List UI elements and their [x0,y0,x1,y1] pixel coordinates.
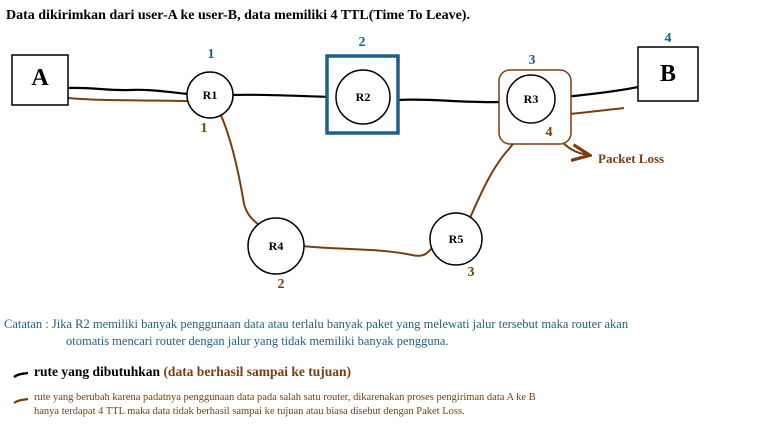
hop-blue-r2: 2 [359,35,366,50]
brown-route-r1-r4 [219,112,261,227]
router-r1 [186,71,234,119]
router-r3-label: R3 [524,92,539,106]
router-r2-label: R2 [356,90,371,104]
brown-route-a-r1 [67,97,191,102]
legend-brown-line-2: hanya terdapat 4 TTL maka data tidak ber… [34,406,465,417]
legend-black-main: rute yang dibutuhkan [34,364,161,379]
node-a-label: A [31,65,49,91]
node-b-box [637,46,699,102]
hop-brown-r4: 2 [278,277,285,292]
legend-black: rute yang dibutuhkan (data berhasil samp… [34,364,351,380]
legend-brown: rute yang berubah karena padatnya penggu… [34,391,754,419]
diagram-title: Data dikirimkan dari user-A ke user-B, d… [6,8,470,23]
brown-route-r4-r5 [301,245,433,257]
router-r5-label: R5 [449,232,464,246]
note-line-2: otomatis mencari router dengan jalur yan… [66,334,449,348]
router-r4 [247,217,305,275]
hop-blue-b: 4 [665,31,672,46]
legend-black-paren: (data berhasil sampai ke tujuan) [163,364,351,379]
note-line-1: Catatan : Jika R2 memiliki banyak penggu… [4,317,629,331]
router-r3 [506,74,556,124]
legend-brown-marker [13,397,29,404]
legend-brown-line-1: rute yang berubah karena padatnya penggu… [34,392,536,403]
node-a-box [11,54,69,106]
node-b-label: B [660,61,676,87]
black-route-r1-r2 [231,93,334,99]
note-text: Catatan : Jika R2 memiliki banyak penggu… [4,316,768,350]
router-r4-label: R4 [269,239,284,253]
hop-brown-r1: 1 [201,121,208,136]
legend-black-marker [13,371,29,378]
hop-blue-r3: 3 [529,53,536,68]
router-r1-label: R1 [203,88,218,102]
black-route-r2-r3 [397,98,501,104]
router-r2 [335,69,391,125]
router-r5 [429,212,483,266]
hop-blue-r1: 1 [208,47,215,62]
black-route-a-r1 [67,86,189,96]
hop-brown-r3: 4 [546,125,553,140]
hop-brown-r5: 3 [468,265,475,280]
packet-loss-label: Packet Loss [598,151,664,166]
